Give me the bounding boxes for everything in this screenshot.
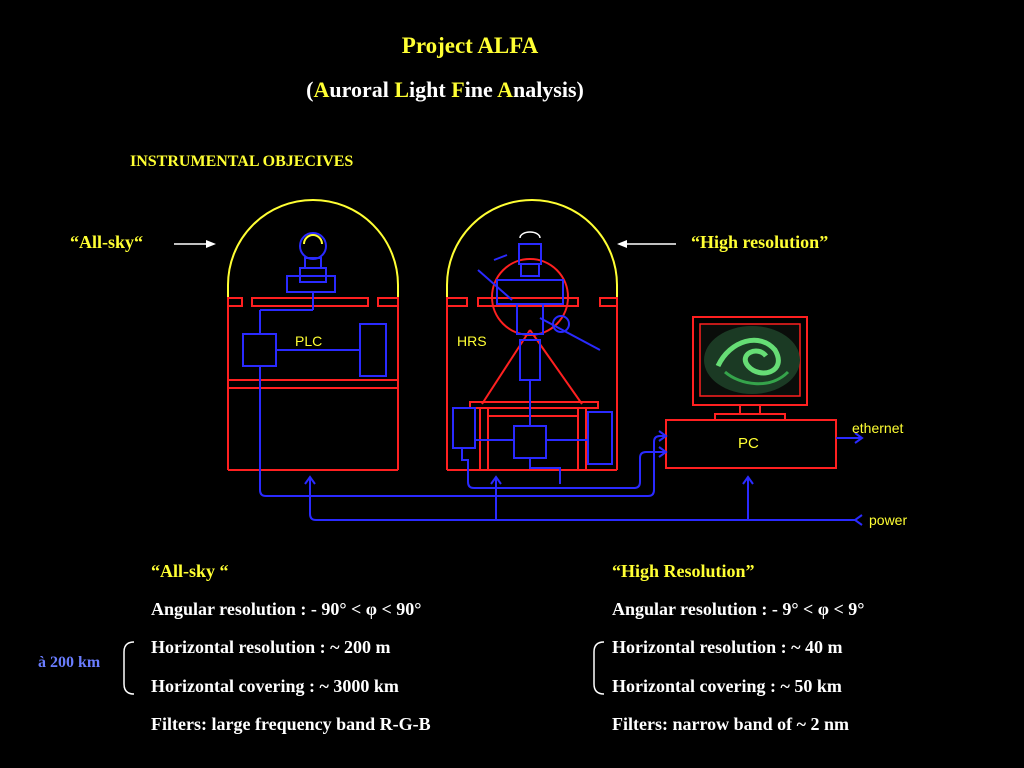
high-resolution-instrument [446,199,618,471]
ethernet-label: ethernet [852,420,903,436]
high-res-horizontal-covering: Horizontal covering : ~ 50 km [612,676,842,696]
all-sky-angular: Angular resolution : - 90° < φ < 90° [151,599,422,619]
cable-arrows [304,430,864,526]
all-sky-filters: Filters: large frequency band R-G-B [151,714,431,734]
hrs-label: HRS [457,333,487,349]
plc-label: PLC [295,333,322,349]
high-res-filters: Filters: narrow band of ~ 2 nm [612,714,850,734]
high-res-bracket [593,641,605,695]
high-res-angular: Angular resolution : - 9° < φ < 9° [612,599,865,619]
all-sky-heading: “All-sky “ [151,561,229,581]
page-title: Project ALFA [401,33,539,58]
all-sky-horizontal-covering: Horizontal covering : ~ 3000 km [151,676,399,696]
power-label: power [869,512,907,528]
page-subtitle: (Auroral Light Fine Analysis) [306,77,584,102]
all-sky-label: “All-sky“ [70,232,144,252]
high-res-heading: “High Resolution” [612,561,755,581]
high-resolution-label: “High resolution” [691,232,829,252]
pc-station [665,316,837,469]
all-sky-horizontal-resolution: Horizontal resolution : ~ 200 m [151,637,391,657]
all-sky-bracket [123,641,135,695]
pc-label: PC [738,435,759,452]
cables [259,366,860,521]
all-sky-arrow [174,240,216,248]
all-sky-instrument [227,199,399,471]
high-res-horizontal-resolution: Horizontal resolution : ~ 40 m [612,637,843,657]
high-resolution-arrow [617,240,676,248]
section-title: INSTRUMENTAL OBJECIVES [130,153,354,170]
distance-note: à 200 km [38,654,101,671]
